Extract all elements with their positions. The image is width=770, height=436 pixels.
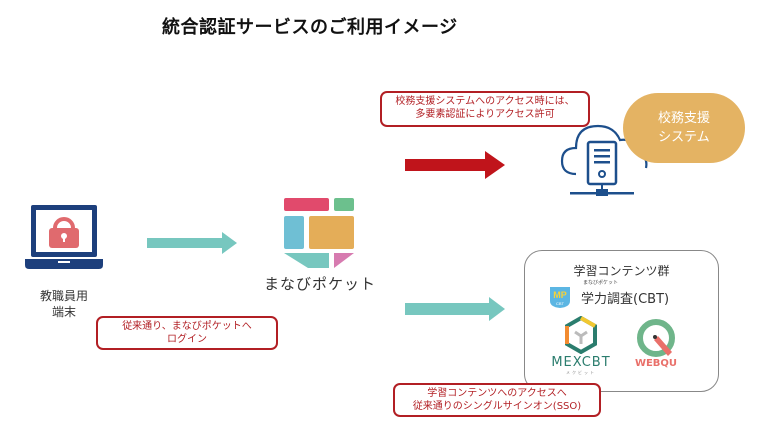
school-system-label-line2: システム xyxy=(658,130,710,145)
login-callout-line1: 従来通り、まなびポケットへ xyxy=(122,321,252,332)
content-group-box xyxy=(524,250,719,392)
content-group-title: 学習コンテンツ群 xyxy=(573,264,670,278)
mp-cbt-logo: MP CBT xyxy=(548,285,572,309)
svg-text:MP: MP xyxy=(553,290,567,300)
terminal-label: 教職員用 端末 xyxy=(25,288,103,320)
cbt-label: 学力調査(CBT) xyxy=(581,292,670,307)
portal-name: まなびポケット xyxy=(263,275,376,293)
login-callout: 従来通り、まなびポケットへ ログイン xyxy=(96,316,278,350)
arrow-to-portal xyxy=(147,232,237,254)
mexcbt-sub: メクビット xyxy=(566,370,596,375)
arrow-to-content xyxy=(405,297,505,321)
cbt-ruby: まなびポケット xyxy=(583,280,619,286)
login-callout-line2: ログイン xyxy=(167,334,207,345)
arrow-to-school-system xyxy=(405,151,505,179)
mfa-callout-line2: 多要素認証によりアクセス許可 xyxy=(415,109,555,120)
school-system-oval: 校務支援 システム xyxy=(623,93,745,163)
page-title: 統合認証サービスのご利用イメージ xyxy=(162,17,458,38)
laptop-lock-icon xyxy=(25,203,103,275)
mfa-callout: 校務支援システムへのアクセス時には、 多要素認証によりアクセス許可 xyxy=(380,91,590,127)
mexcbt-logo xyxy=(563,315,599,355)
webqu-logo xyxy=(636,318,676,358)
sso-callout: 学習コンテンツへのアクセスへ 従来通りのシングルサインオン(SSO) xyxy=(393,383,601,417)
terminal-label-line1: 教職員用 xyxy=(39,289,88,303)
manabi-pocket-logo xyxy=(282,196,357,268)
mexcbt-label: MEXCBT xyxy=(551,355,611,370)
svg-text:CBT: CBT xyxy=(556,301,565,306)
school-system-label-line1: 校務支援 xyxy=(657,111,710,126)
sso-callout-line1: 学習コンテンツへのアクセスへ xyxy=(427,388,567,399)
terminal-label-line2: 端末 xyxy=(51,305,76,319)
mfa-callout-line1: 校務支援システムへのアクセス時には、 xyxy=(395,96,575,107)
webqu-label: WEBQU xyxy=(634,358,678,369)
sso-callout-line2: 従来通りのシングルサインオン(SSO) xyxy=(412,401,582,412)
